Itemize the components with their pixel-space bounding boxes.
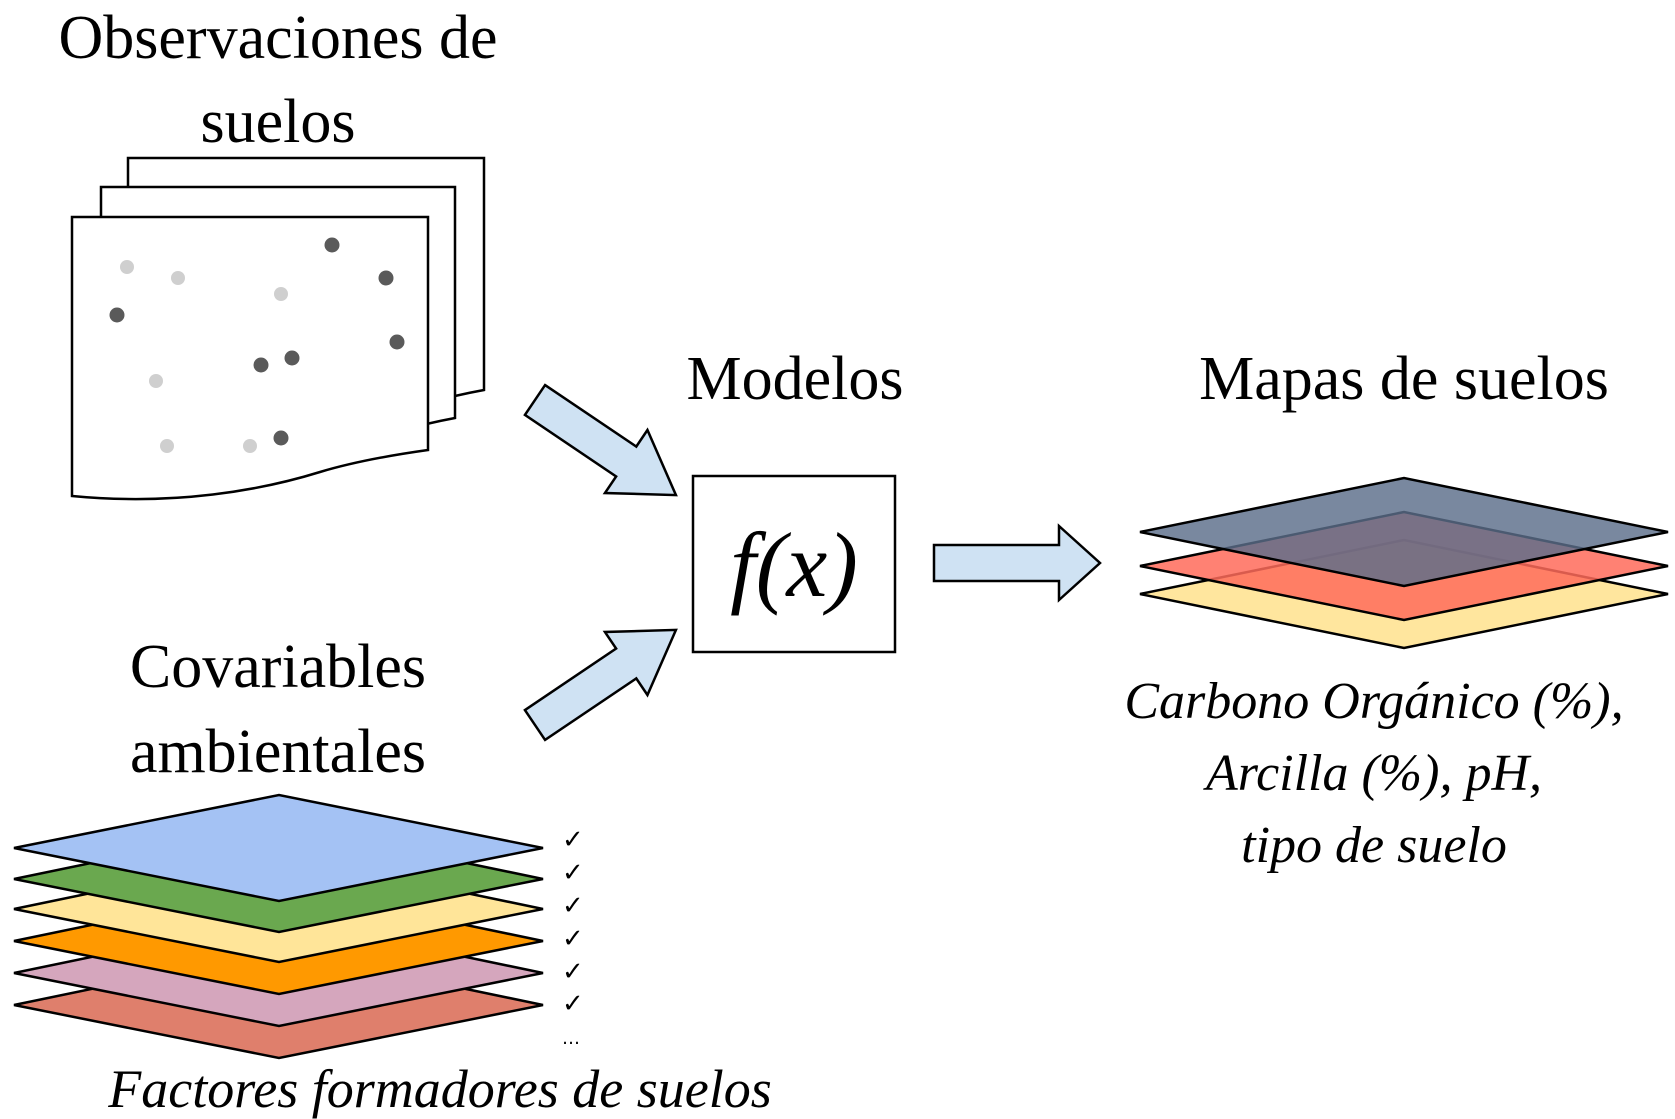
- maps-caption-line3: tipo de suelo: [1241, 817, 1507, 874]
- soil-map-layer-stack: [1139, 476, 1669, 650]
- check-mark: ✓: [562, 957, 584, 987]
- maps-caption-line1: Carbono Orgánico (%),: [1124, 673, 1623, 730]
- observation-point: [274, 287, 288, 301]
- covariate-checklist: ✓ ✓ ✓ ✓ ✓ ✓ …: [562, 825, 584, 1049]
- covariate-layer: [13, 793, 544, 903]
- observation-point: [324, 237, 340, 253]
- observation-point: [149, 374, 163, 388]
- observation-sheet-front: [70, 215, 430, 501]
- observation-point: [171, 271, 185, 285]
- observation-point: [120, 260, 134, 274]
- observation-point: [389, 334, 405, 350]
- observation-point: [243, 439, 257, 453]
- observation-point: [273, 430, 289, 446]
- observations-title-line1: Observaciones de: [59, 4, 498, 72]
- observation-points: [109, 237, 405, 453]
- check-mark: ✓: [562, 825, 584, 855]
- model-function-box: [691, 474, 897, 654]
- observation-point: [284, 350, 300, 366]
- observation-point: [109, 307, 125, 323]
- arrows: [523, 383, 1102, 742]
- observations-title-line2: suelos: [201, 88, 356, 156]
- soil-map-layer: [1139, 476, 1669, 588]
- observation-point: [253, 357, 269, 373]
- covariates-title-line2: ambientales: [130, 718, 426, 786]
- observation-point: [160, 439, 174, 453]
- observation-point: [378, 270, 394, 286]
- covariates-title-line1: Covariables: [130, 633, 426, 701]
- arrow-covariates-to-model: [523, 628, 678, 742]
- maps-caption-line2: Arcilla (%), pH,: [1203, 745, 1542, 802]
- models-title: Modelos: [687, 345, 904, 413]
- observation-sheet-stack: [70, 156, 486, 501]
- covariates-caption: Factores formadores de suelos: [107, 1059, 771, 1119]
- check-mark: ✓: [562, 891, 584, 921]
- maps-title: Mapas de suelos: [1199, 345, 1609, 413]
- covariate-layer-stack: [13, 793, 544, 1060]
- check-mark: ✓: [562, 989, 584, 1019]
- check-mark: ✓: [562, 858, 584, 888]
- arrow-observations-to-model: [523, 383, 678, 497]
- arrow-model-to-maps: [932, 523, 1102, 603]
- check-mark: ✓: [562, 924, 584, 954]
- more-mark: …: [562, 1028, 580, 1049]
- model-function-label: f(x): [730, 514, 858, 616]
